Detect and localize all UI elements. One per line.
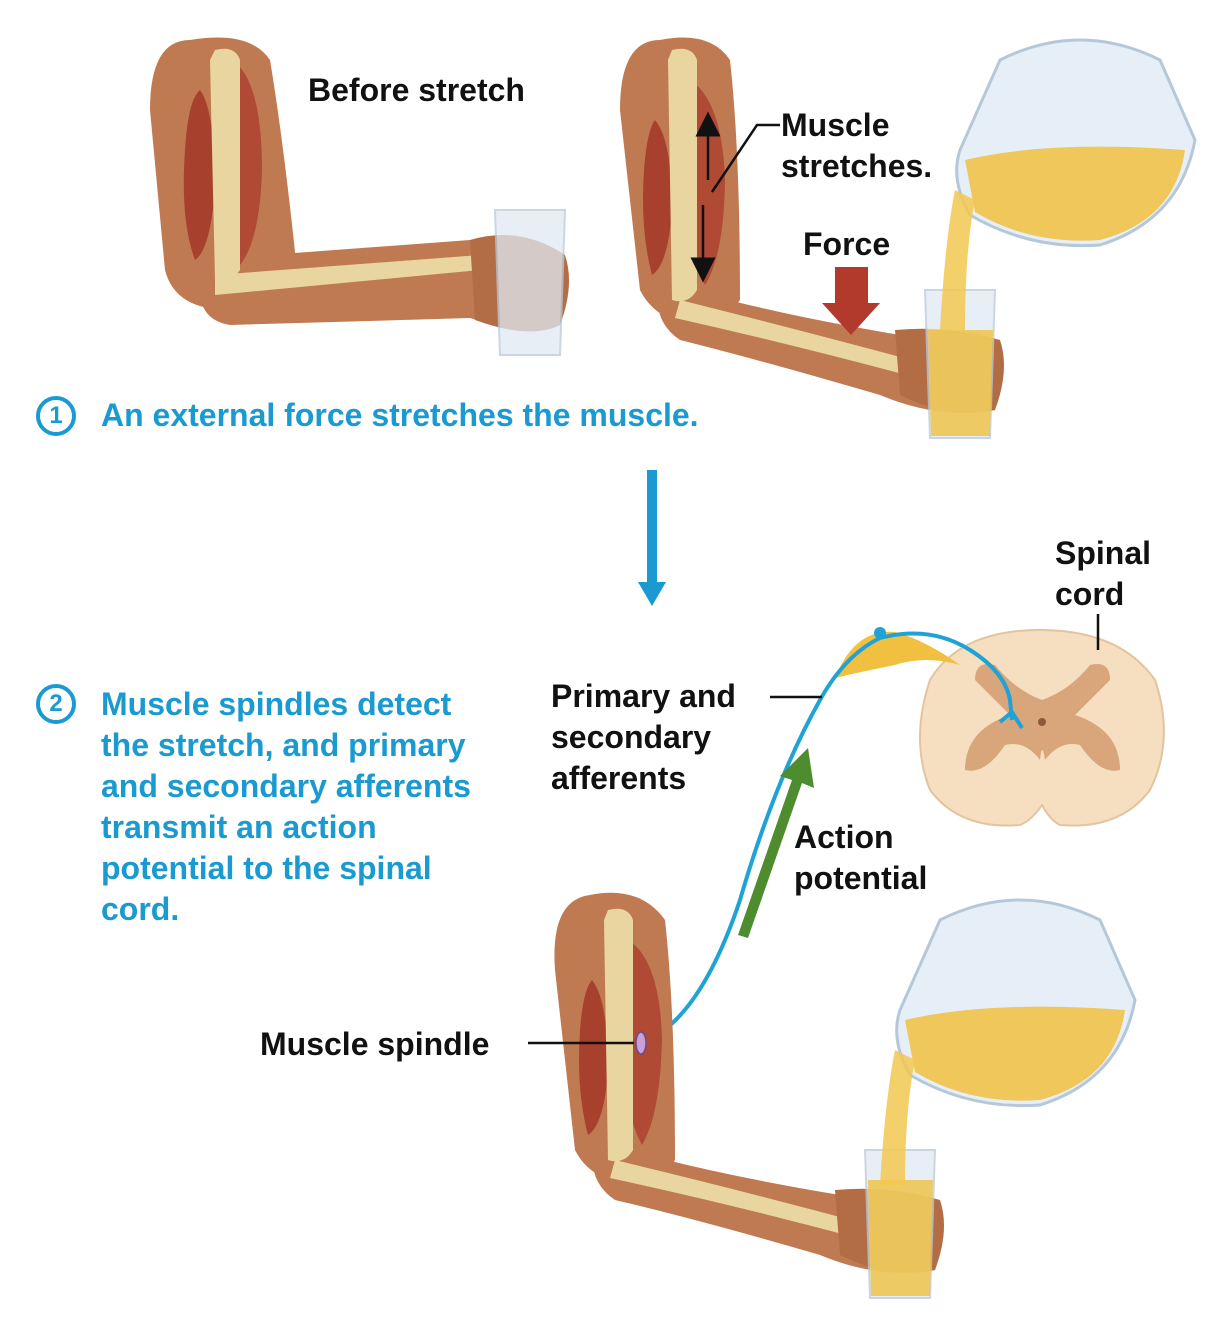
forearm-bone	[610, 1160, 870, 1240]
arm-before-stretch	[150, 37, 569, 356]
step-1-badge: 1	[36, 396, 76, 436]
arm-with-spindle	[528, 892, 1137, 1299]
pitcher-juice	[905, 1006, 1125, 1101]
step-1-text: An external force stretches the muscle.	[101, 397, 699, 433]
ganglion-cell-body	[874, 627, 886, 639]
triceps-muscle	[579, 980, 608, 1135]
step-1-number: 1	[49, 402, 63, 429]
spinal-cord-gray-matter	[965, 664, 1120, 771]
muscle-stretches-label: Muscle stretches.	[781, 107, 933, 184]
step-2-text: Muscle spindles detect the stretch, and …	[101, 686, 471, 927]
step-2-number: 2	[49, 690, 63, 717]
glass-juice	[928, 330, 993, 436]
glass-juice	[868, 1180, 933, 1296]
humerus-bone	[604, 908, 633, 1162]
forearm-bone	[675, 300, 930, 380]
pitcher-juice	[965, 146, 1185, 241]
afferent-nerve	[641, 627, 1024, 1045]
before-stretch-label: Before stretch	[308, 72, 525, 108]
forearm-bone	[215, 255, 480, 295]
pouring-juice	[940, 190, 975, 330]
spinal-cord-cross-section	[919, 614, 1165, 827]
afferents-label: Primary and secondary afferents	[551, 678, 736, 796]
up-arrow-icon	[738, 748, 814, 938]
step-2-badge: 2	[36, 684, 76, 724]
nerve-fiber	[641, 631, 1014, 1045]
triceps-muscle	[643, 120, 672, 275]
arm-stretched	[620, 37, 1197, 439]
humerus-bone	[210, 48, 240, 282]
muscle-spindle-label: Muscle spindle	[260, 1026, 490, 1062]
humerus-bone	[668, 48, 697, 302]
force-arrow-icon	[822, 267, 880, 335]
muscle-spindle-organ	[635, 1031, 647, 1055]
action-potential-label: Action potential	[794, 819, 928, 896]
triceps-muscle	[183, 90, 215, 260]
glass	[493, 209, 567, 356]
muscle-stretches-leader	[710, 123, 780, 193]
spinal-cord-label: Spinal cord	[1055, 535, 1152, 612]
dorsal-root-ganglion	[835, 631, 960, 678]
pouring-juice	[880, 1050, 915, 1185]
force-label: Force	[803, 226, 891, 262]
down-arrow-icon	[638, 470, 666, 606]
